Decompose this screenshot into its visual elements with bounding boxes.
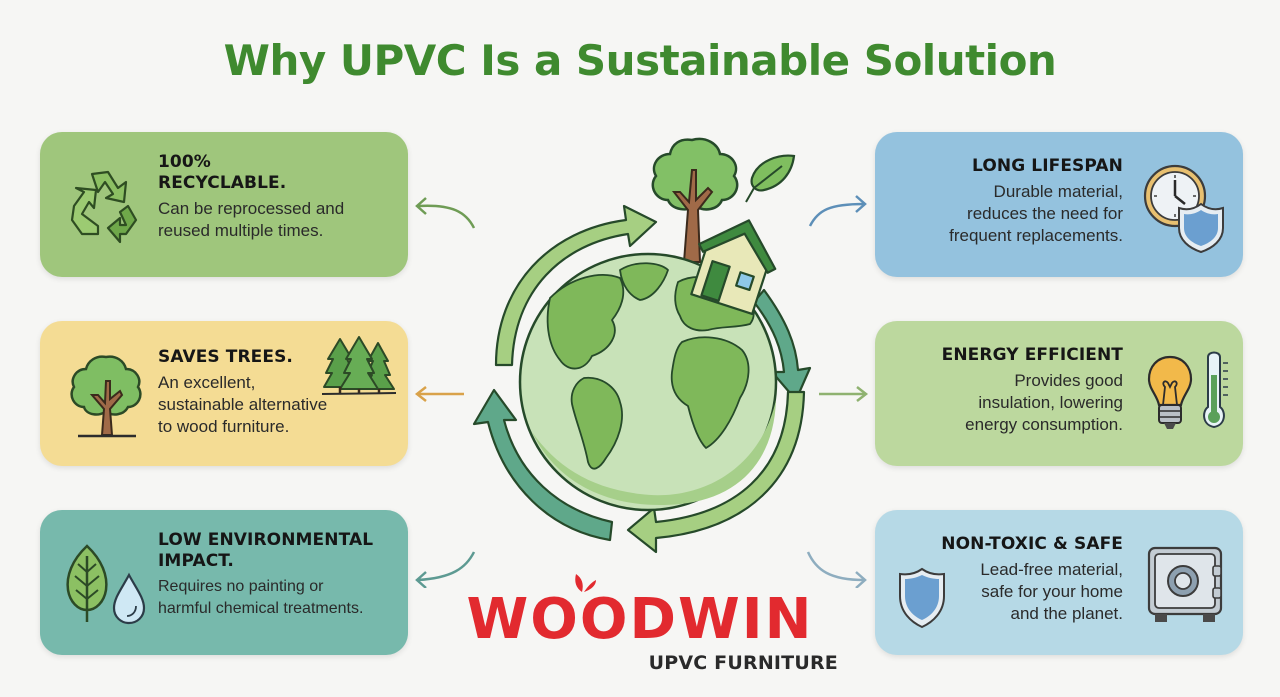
card-long-lifespan: LONG LIFESPAN Durable material, reduces … [875, 132, 1243, 277]
light-bulb-icon [1147, 355, 1193, 429]
woodwin-logo: WOODWIN UPVC FURNITURE [440, 574, 840, 688]
card-heading: 100% [158, 152, 211, 172]
page-title: Why UPVC Is a Sustainable Solution [223, 36, 1057, 85]
tree-icon [651, 137, 739, 263]
house-icon [690, 219, 777, 316]
arrow-to-saves-trees-icon [414, 386, 464, 402]
arrow-to-low-impact-icon [415, 551, 476, 588]
card-description: Lead-free material, safe for your home a… [980, 560, 1123, 623]
recycle-icon [70, 170, 138, 244]
card-description: Can be reprocessed and reused multiple t… [158, 199, 345, 240]
card-non-toxic-safe: NON-TOXIC & SAFE Lead-free material, saf… [875, 510, 1243, 655]
card-description: Durable material, reduces the need for f… [949, 182, 1123, 245]
leaf-icon [745, 154, 796, 203]
arrow-to-energy-icon [819, 386, 869, 402]
water-drop-icon [112, 572, 146, 625]
thermometer-icon [1203, 351, 1228, 429]
brand-name: WOODWIN [466, 587, 814, 652]
cycle-arrow-bottom [626, 390, 806, 554]
card-saves-trees: SAVES TREES. An excellent, sustainable a… [40, 321, 408, 466]
globe-illustration [472, 137, 812, 554]
cycle-arrow-top [494, 204, 658, 367]
card-heading: IMPACT. [158, 551, 234, 571]
logo-leaf-icon [575, 574, 596, 592]
card-description: An excellent, sustainable alternative to… [158, 373, 328, 436]
clock-shield-icon [1143, 164, 1224, 254]
leaf-icon [66, 544, 108, 622]
card-heading: NON-TOXIC & SAFE [941, 534, 1123, 554]
cycle-arrow-left [472, 388, 614, 542]
card-heading: LOW ENVIRONMENTAL [158, 530, 374, 550]
arrow-to-recyclable-icon [415, 197, 476, 229]
card-recyclable: 100% RECYCLABLE. Can be reprocessed and … [40, 132, 408, 277]
arrow-to-non-toxic-icon [806, 551, 867, 588]
tree-icon [70, 355, 142, 438]
card-heading: ENERGY EFFICIENT [941, 345, 1123, 365]
card-heading: RECYCLABLE. [158, 173, 287, 193]
card-heading: LONG LIFESPAN [972, 156, 1123, 176]
card-energy-efficient: ENERGY EFFICIENT Provides good insulatio… [875, 321, 1243, 466]
card-description: Provides good insulation, lowering energ… [965, 371, 1123, 434]
globe-icon [518, 252, 778, 512]
card-description: Requires no painting or harmful chemical… [158, 578, 364, 617]
shield-icon [899, 567, 945, 629]
pine-trees-icon [322, 336, 396, 395]
card-low-environmental-impact: LOW ENVIRONMENTAL IMPACT. Requires no pa… [40, 510, 408, 655]
card-heading: SAVES TREES. [158, 347, 293, 367]
arrow-to-long-lifespan-icon [808, 195, 867, 227]
brand-tagline: UPVC FURNITURE [648, 652, 838, 674]
safe-icon [1147, 546, 1223, 622]
